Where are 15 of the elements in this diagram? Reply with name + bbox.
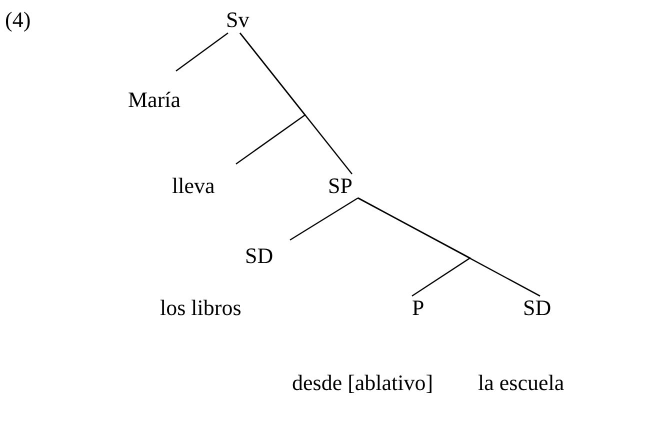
tree-node-label: SD bbox=[245, 244, 274, 268]
tree-node-label: los libros bbox=[160, 296, 242, 320]
tree-node-label: lleva bbox=[172, 174, 215, 198]
tree-node-label: SP bbox=[328, 174, 352, 198]
tree-node-label: P bbox=[412, 296, 424, 320]
tree-node-label: Sv bbox=[226, 8, 250, 32]
tree-branch-line bbox=[176, 32, 228, 72]
tree-node-label: desde [ablativo] bbox=[292, 371, 434, 395]
tree-branch-line bbox=[358, 197, 540, 297]
example-number: (4) bbox=[5, 8, 31, 32]
tree-node-label: SD bbox=[523, 296, 552, 320]
tree-node-label: la escuela bbox=[478, 371, 564, 395]
tree-branch-line bbox=[240, 32, 352, 174]
tree-branch-line bbox=[290, 197, 358, 241]
tree-node-label: María bbox=[128, 88, 181, 112]
